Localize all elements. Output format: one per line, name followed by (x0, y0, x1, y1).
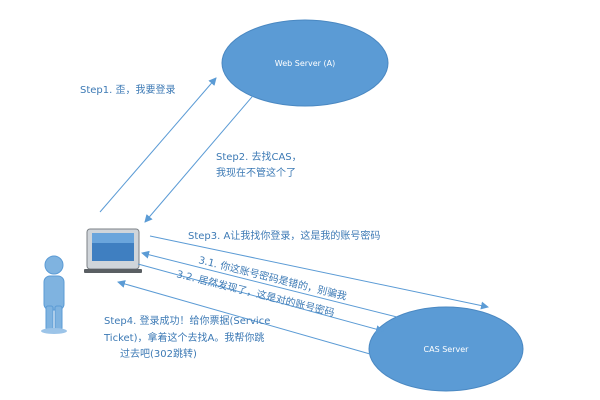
step2-arrow (144, 90, 258, 223)
step4-label-line3: 过去吧(302跳转) (120, 347, 197, 360)
cas-server-node[interactable]: CAS Server (368, 306, 524, 392)
step2-label-line1: Step2. 去找CAS， (216, 150, 302, 163)
step1-arrow (99, 77, 217, 213)
step1-label: Step1. 歪，我要登录 (80, 83, 176, 96)
cas-server-label: CAS Server (424, 345, 470, 354)
web-server-label: Web Server (A) (275, 59, 335, 68)
step4-label-line2: Ticket)，拿着这个去找A。我帮你跳 (103, 331, 264, 344)
step2-label-line2: 我现在不管这个了 (216, 166, 296, 179)
step3-2-arrow (137, 263, 384, 334)
step3-1-arrow (141, 250, 406, 320)
step3-arrow (149, 235, 489, 310)
person-icon (41, 255, 67, 334)
web-server-node[interactable]: Web Server (A) (221, 19, 389, 107)
step3-label: Step3. A让我找你登录，这是我的账号密码 (188, 229, 380, 242)
computer-icon (84, 228, 142, 273)
step4-arrow (117, 280, 371, 355)
step4-label-line1: Step4. 登录成功！给你票据(Service (104, 314, 270, 327)
